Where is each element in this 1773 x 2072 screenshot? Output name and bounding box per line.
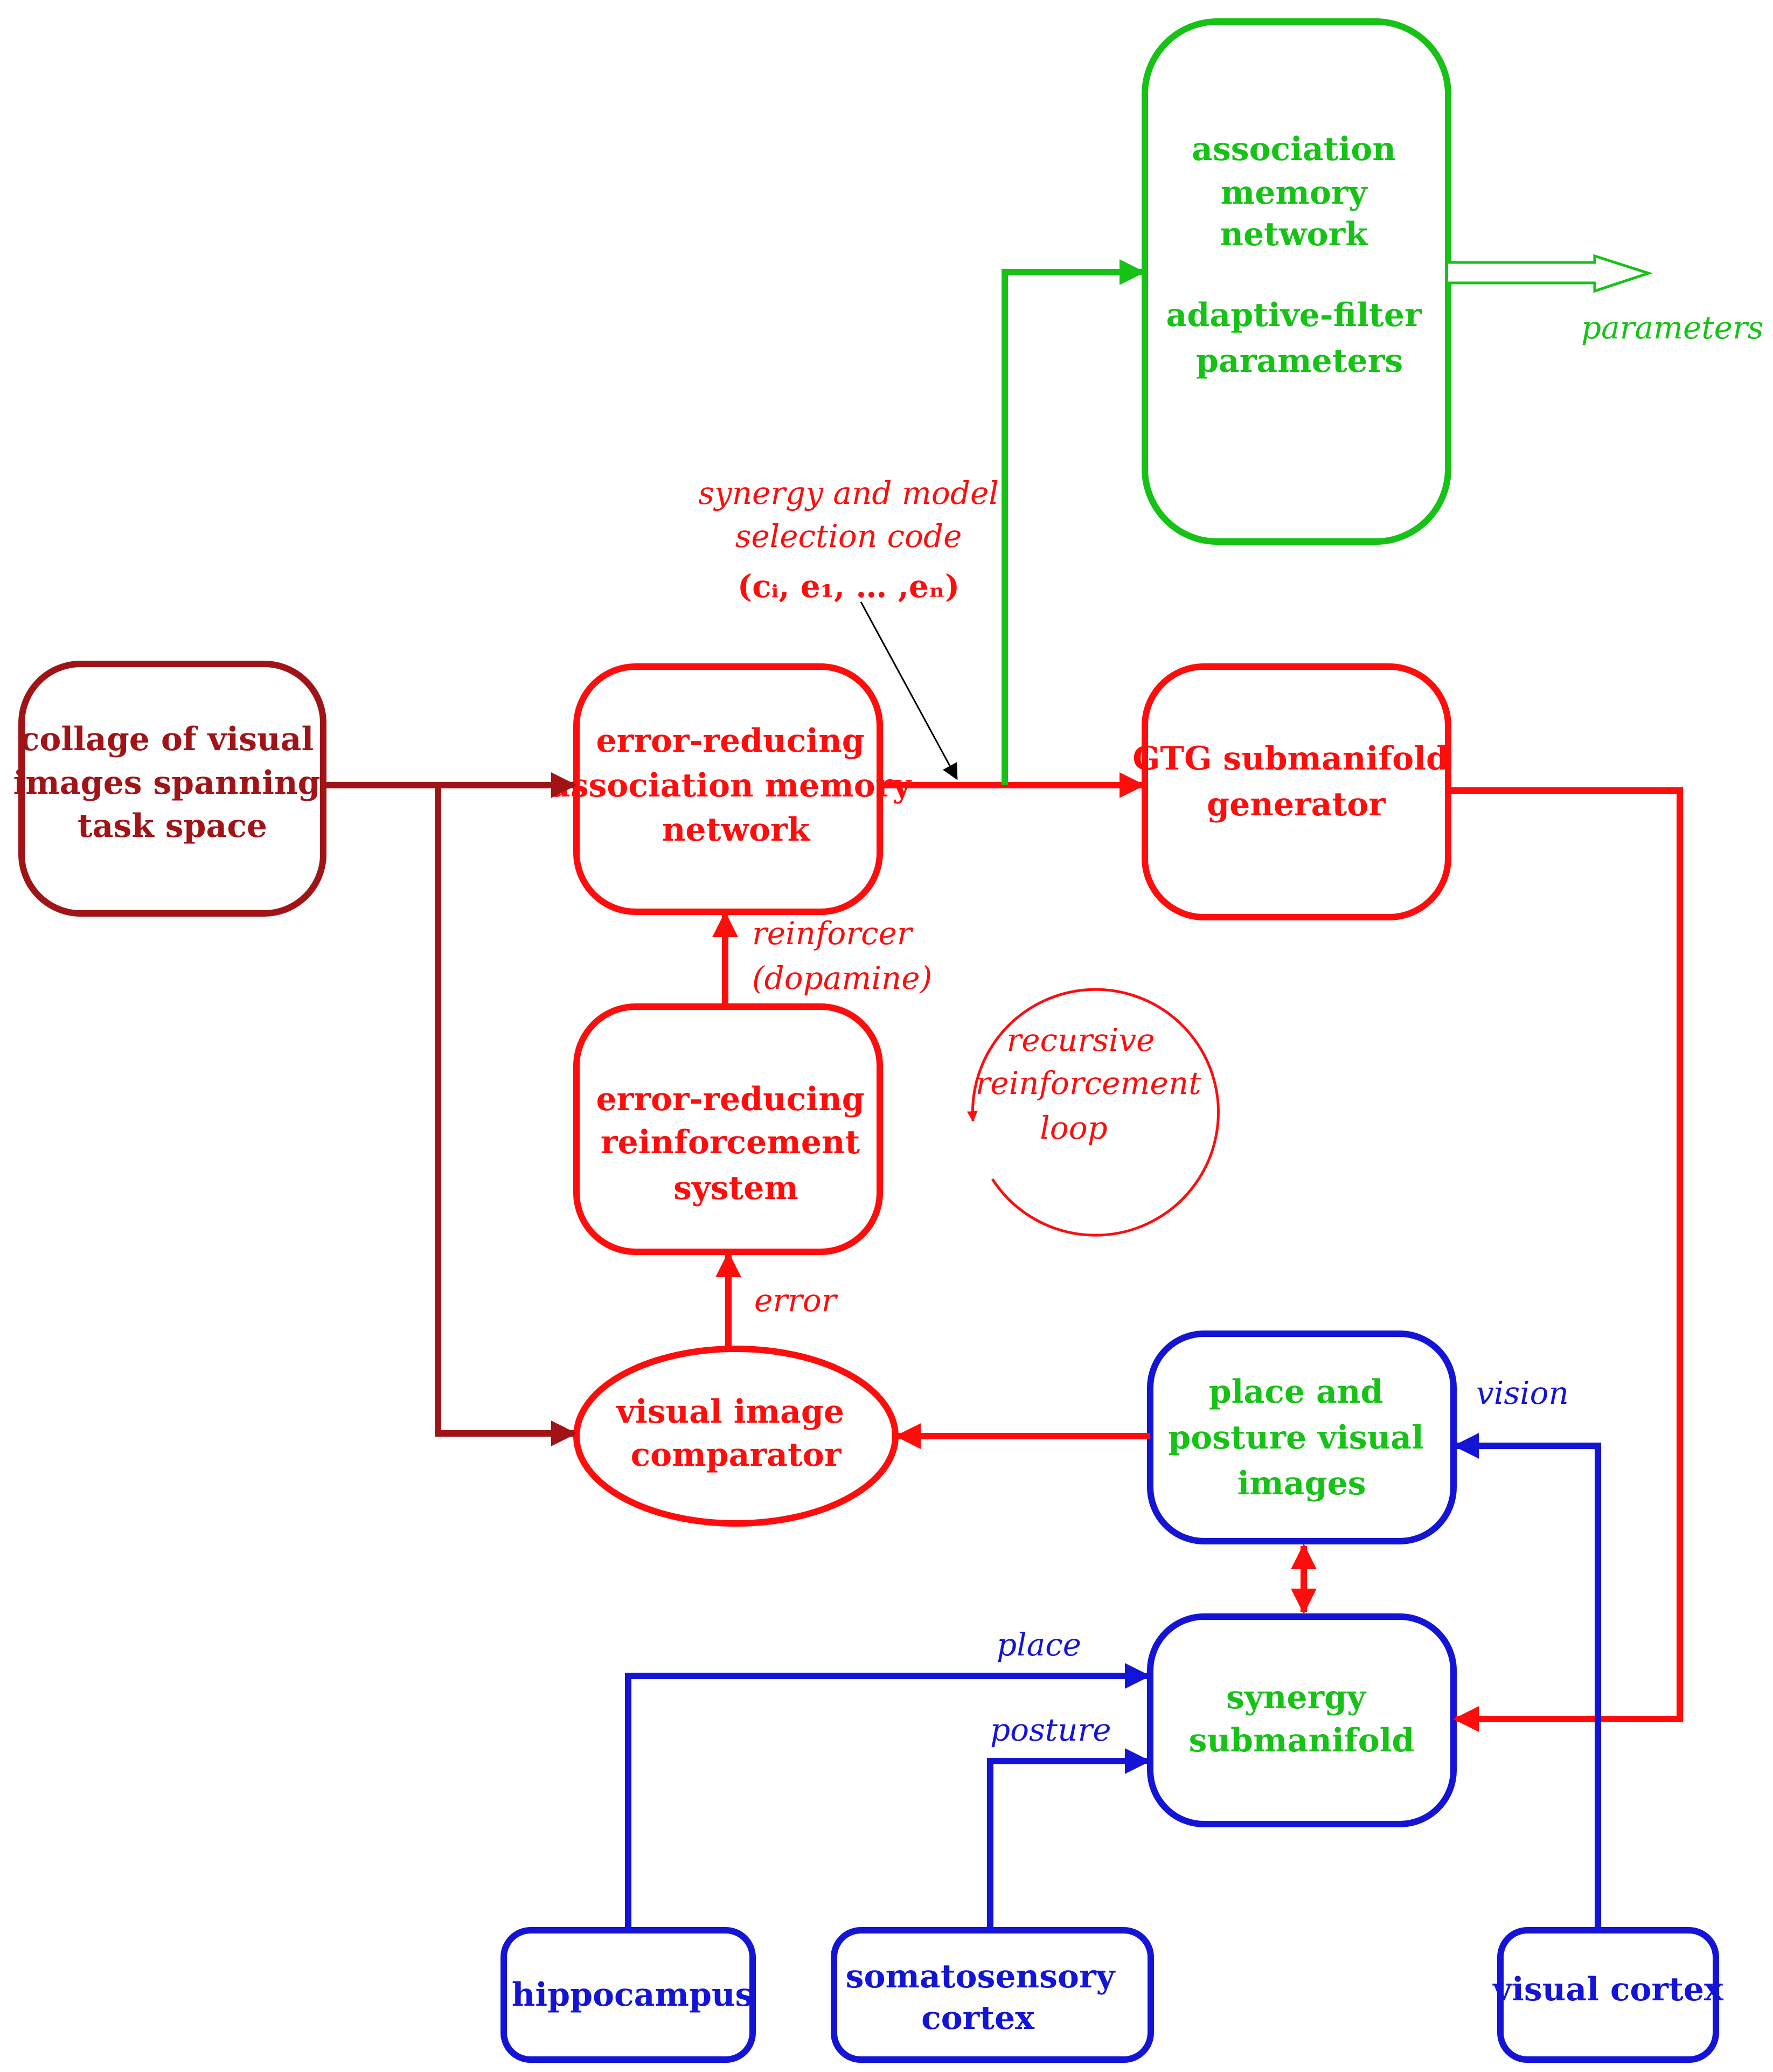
label-recursive-line-3: loop [1040,1110,1108,1146]
assoc-net-line-3: network [662,811,811,849]
label-reinforcer-line-2: (dopamine) [752,960,932,996]
place-posture-line-2: posture visual [1168,1419,1424,1457]
edge-somatosensory-to-synergy [987,1748,1151,1930]
assoc-net-line-2: association memory [550,767,912,805]
assoc-net-line-1: error-reducing [596,722,864,760]
svg-text:error-reducing associati: error-reducing association memory networ… [550,722,922,849]
svg-text:association memory: association memory network adaptive-filt… [1166,130,1433,380]
node-gtg: GTG submanifold generator [1132,663,1460,920]
reinf-sys-line-1: error-reducing [596,1080,864,1118]
edge-visual-cortex-to-place-posture [1453,1433,1601,1930]
svg-text:GTG submanifold generato: GTG submanifold generator [1132,740,1460,823]
green-box-line-1: association [1192,130,1396,168]
somatosensory-line-1: somatosensory [846,1958,1116,1995]
place-posture-line-3: images [1237,1465,1366,1502]
svg-text:visual cortex: visual cortex [1492,1971,1724,2008]
edge-recursive-loop [967,988,1220,1237]
edge-code-pointer [860,601,958,780]
label-synergy-code-line-1: synergy and model [698,475,999,511]
gtg-line-1: GTG submanifold [1132,740,1449,778]
edge-branch-to-green-box [1002,259,1145,785]
label-parameters: parameters [1581,309,1763,346]
edge-gtg-to-synergy [1448,787,1683,1732]
label-synergy-code-formula: (cᵢ, e₁, … ,eₙ) [738,568,960,605]
node-reinf-sys: error-reducing reinforcement system [573,1003,883,1255]
comparator-line-1: visual image [615,1393,844,1431]
node-visual-cortex: visual cortex [1492,1927,1724,2063]
edge-collage-to-comparator [435,785,577,1446]
comparator-line-2: comparator [631,1436,842,1474]
svg-text:collage of visual images: collage of visual images spanning task s… [13,720,331,845]
synergy-line-2: submanifold [1189,1722,1415,1759]
svg-text:synergy submanifold: synergy submanifold [1189,1679,1415,1759]
hippocampus-line-1: hippocampus [512,1976,754,2014]
green-box-line-2: memory [1221,174,1368,212]
edge-parameters-output [1448,254,1653,293]
svg-text:somatosensory cortex: somatosensory cortex [846,1958,1127,2037]
place-posture-line-1: place and [1209,1373,1383,1411]
label-recursive-line-1: recursive [1006,1022,1155,1058]
svg-text:hippocampus: hippocampus [512,1976,754,2014]
node-synergy: synergy submanifold [1147,1613,1457,1827]
gtg-line-2: generator [1207,786,1386,823]
svg-text:error-reducing reinforce: error-reducing reinforcement system [596,1080,875,1207]
node-assoc-net: error-reducing association memory networ… [550,663,922,915]
collage-line-2: images spanning [13,764,320,802]
somatosensory-line-2: cortex [921,1999,1035,2037]
label-vision: vision [1476,1375,1569,1411]
synergy-line-1: synergy [1226,1679,1367,1716]
reinf-sys-line-3: system [673,1169,798,1207]
svg-text:place and posture visual: place and posture visual images [1168,1373,1435,1502]
label-reinforcer-line-1: reinforcer [752,915,914,952]
node-place-posture: place and posture visual images [1147,1330,1457,1544]
label-recursive-line-2: reinforcement [976,1065,1202,1101]
node-comparator: visual image comparator [573,1346,899,1527]
collage-line-3: task space [78,807,267,845]
label-place: place [997,1626,1081,1663]
collage-line-1: collage of visual [20,720,314,758]
edge-hippocampus-to-synergy [625,1663,1151,1930]
node-somatosensory: somatosensory cortex [831,1927,1154,2063]
green-box-line-5: parameters [1196,342,1403,380]
node-collage: collage of visual images spanning task s… [13,661,331,917]
svg-text:visual image comparator: visual image comparator [615,1393,856,1474]
label-synergy-code-line-2: selection code [735,518,962,555]
node-hippocampus: hippocampus [500,1927,756,2063]
green-box-line-4: adaptive-filter [1166,296,1422,334]
label-error: error [754,1282,838,1319]
node-green-box: association memory network adaptive-filt… [1142,18,1451,545]
label-posture: posture [990,1711,1111,1748]
reinf-sys-line-2: reinforcement [601,1124,860,1161]
green-box-line-3: network [1220,216,1368,253]
visual-cortex-line-1: visual cortex [1492,1971,1724,2008]
